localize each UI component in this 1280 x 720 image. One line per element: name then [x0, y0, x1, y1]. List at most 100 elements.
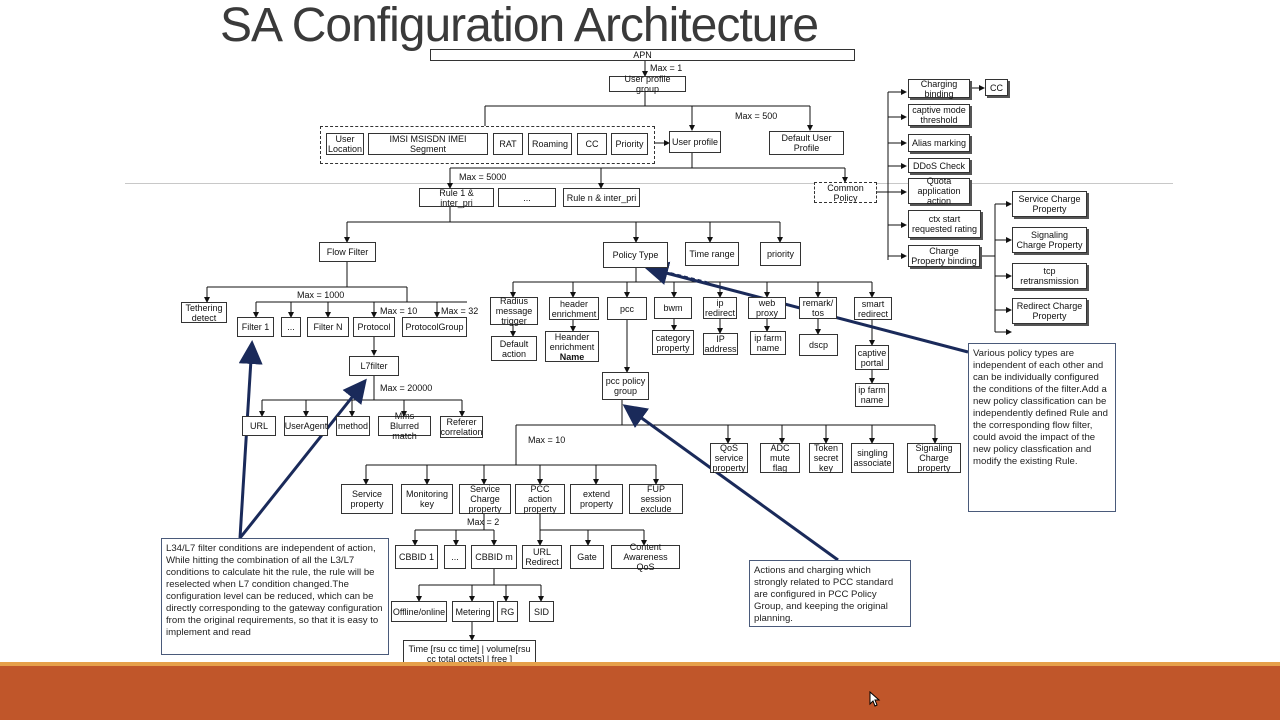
roaming-box: Roaming [528, 133, 572, 155]
rule-dots-box: ... [498, 188, 556, 207]
user-condition-group [320, 126, 655, 164]
default-user-profile-box: Default User Profile [769, 131, 844, 155]
ip-farm-name-box: ip farm name [750, 331, 786, 355]
qos-service-box: QoS service property [710, 443, 748, 473]
offline-online-box: Offline/online [391, 601, 447, 622]
l7filter-box: L7filter [349, 356, 399, 376]
web-proxy-box: web proxy [748, 297, 786, 319]
signaling-charge-property-box-2: Signaling Charge Property [1012, 227, 1087, 253]
imsi-box: IMSI MSISDN IMEI Segment [368, 133, 488, 155]
max-label: Max = 32 [441, 306, 479, 316]
tethering-box: Tethering detect [181, 302, 227, 323]
flow-filter-box: Flow Filter [319, 242, 376, 262]
bottom-accent-bar [0, 662, 1280, 666]
quota-application-box: Quota application action [908, 176, 970, 206]
filtern-box: Filter N [307, 317, 349, 337]
charging-binding-box: Charging binding [908, 79, 970, 99]
fup-session-box: FUP session exclude [629, 484, 683, 514]
ip-address-box: IP address [703, 333, 738, 355]
default-action-box: Default action [491, 336, 537, 361]
useragent-box: UserAgent [284, 416, 328, 436]
user-profile-group-box: User profile group [609, 74, 686, 94]
service-charge-property-box-2: Service Charge Property [1012, 191, 1087, 217]
redirect-charge-property-box: Redirect Charge Property [1012, 298, 1087, 324]
user-location-box: User Location [326, 133, 364, 155]
slide-divider [125, 183, 1173, 184]
referer-box: Referer correlation [440, 416, 483, 438]
url-box: URL [242, 416, 276, 436]
pcc-action-box: PCC action property [515, 484, 565, 514]
ctx-start-box: ctx start requested rating [908, 210, 981, 238]
service-charge-property-box: Service Charge property [459, 484, 511, 514]
gate-box: Gate [570, 545, 604, 569]
max-label: Max = 5000 [459, 172, 507, 182]
url-redirect-box: URL Redirect [522, 545, 562, 569]
method-box: method [336, 416, 370, 436]
max-label: Max = 2 [467, 517, 500, 527]
cc-box-2: CC [985, 79, 1008, 96]
cc-box: CC [577, 133, 607, 155]
pcc-box: pcc [607, 297, 647, 320]
signaling-charge-box: Signaling Charge property [907, 443, 961, 473]
common-policy-box: Common Policy [814, 182, 877, 203]
pcc-actions-note: Actions and charging which strongly rela… [749, 560, 911, 627]
l34-l7-note: L34/L7 filter conditions are independent… [161, 538, 389, 655]
heander-enrichment-label: Heander enrichment [549, 331, 595, 352]
heander-enrichment-box: Heander enrichment Name [545, 331, 599, 362]
max-label: Max = 10 [380, 306, 418, 316]
smart-redirect-box: smart redirect [854, 297, 892, 320]
monitoring-key-box: Monitoring key [401, 484, 453, 514]
time-range-box: Time range [685, 242, 739, 266]
token-secret-box: Token secret key [809, 443, 843, 473]
ip-redirect-box: ip redirect [703, 297, 737, 319]
ddos-check-box: DDoS Check [908, 158, 970, 173]
filter-dots-box: ... [281, 317, 301, 337]
mms-box: Mms Blurred match [378, 411, 431, 441]
adc-mute-box: ADC mute flag [760, 443, 800, 473]
max-label: Max = 20000 [380, 383, 433, 393]
apn-box: APN [430, 49, 855, 61]
max-label: Max = 1 [650, 63, 683, 73]
ip-farm-name-box-2: ip farm name [855, 383, 889, 407]
policy-type-box: Policy Type [603, 242, 668, 268]
service-property-box: Service property [341, 484, 393, 514]
priority-box-2: priority [760, 242, 801, 266]
rg-box: RG [497, 601, 518, 622]
cbbid-dots-box: ... [444, 545, 466, 569]
dscp-box: dscp [799, 334, 838, 356]
cbbidm-box: CBBID m [471, 545, 517, 569]
metering-box: Metering [452, 601, 494, 622]
protocol-box: Protocol [353, 317, 395, 337]
charge-property-binding-box: Charge Property binding [908, 245, 980, 267]
rule1-box: Rule 1 & inter_pri [419, 188, 494, 208]
header-enrichment-box: header enrichment [549, 297, 599, 320]
max-label: Max = 10 [528, 435, 566, 445]
priority-box: Priority [611, 133, 648, 155]
captive-portal-box: captive portal [855, 345, 889, 370]
page-title: SA Configuration Architecture [220, 0, 819, 52]
bwm-box: bwm [654, 297, 692, 319]
max-label: Max = 1000 [297, 290, 345, 300]
pcc-policy-group-box: pcc policy group [602, 372, 649, 400]
category-property-box: category property [652, 330, 694, 355]
radius-box: Radius message trigger [490, 296, 538, 326]
rulen-box: Rule n & inter_pri [563, 188, 640, 207]
mouse-pointer-icon [869, 691, 881, 707]
remark-box: remark/ tos [799, 297, 837, 319]
rat-box: RAT [493, 133, 523, 155]
extend-property-box: extend property [570, 484, 623, 514]
heander-name-label: Name [559, 351, 585, 362]
sid-box: SID [529, 601, 554, 622]
singling-box: singling associate [851, 443, 894, 473]
max-label: Max = 500 [735, 111, 778, 121]
content-awareness-box: Content Awareness QoS [611, 542, 680, 572]
filter1-box: Filter 1 [237, 317, 274, 337]
protocol-group-box: ProtocolGroup [402, 317, 467, 337]
cbbid1-box: CBBID 1 [395, 545, 438, 569]
bottom-bar [0, 666, 1280, 720]
user-profile-box: User profile [669, 131, 721, 153]
tcp-retransmission-box: tcp retransmission [1012, 263, 1087, 289]
alias-marking-box: Alias marking [908, 134, 970, 152]
captive-mode-box: captive mode threshold [908, 104, 970, 126]
